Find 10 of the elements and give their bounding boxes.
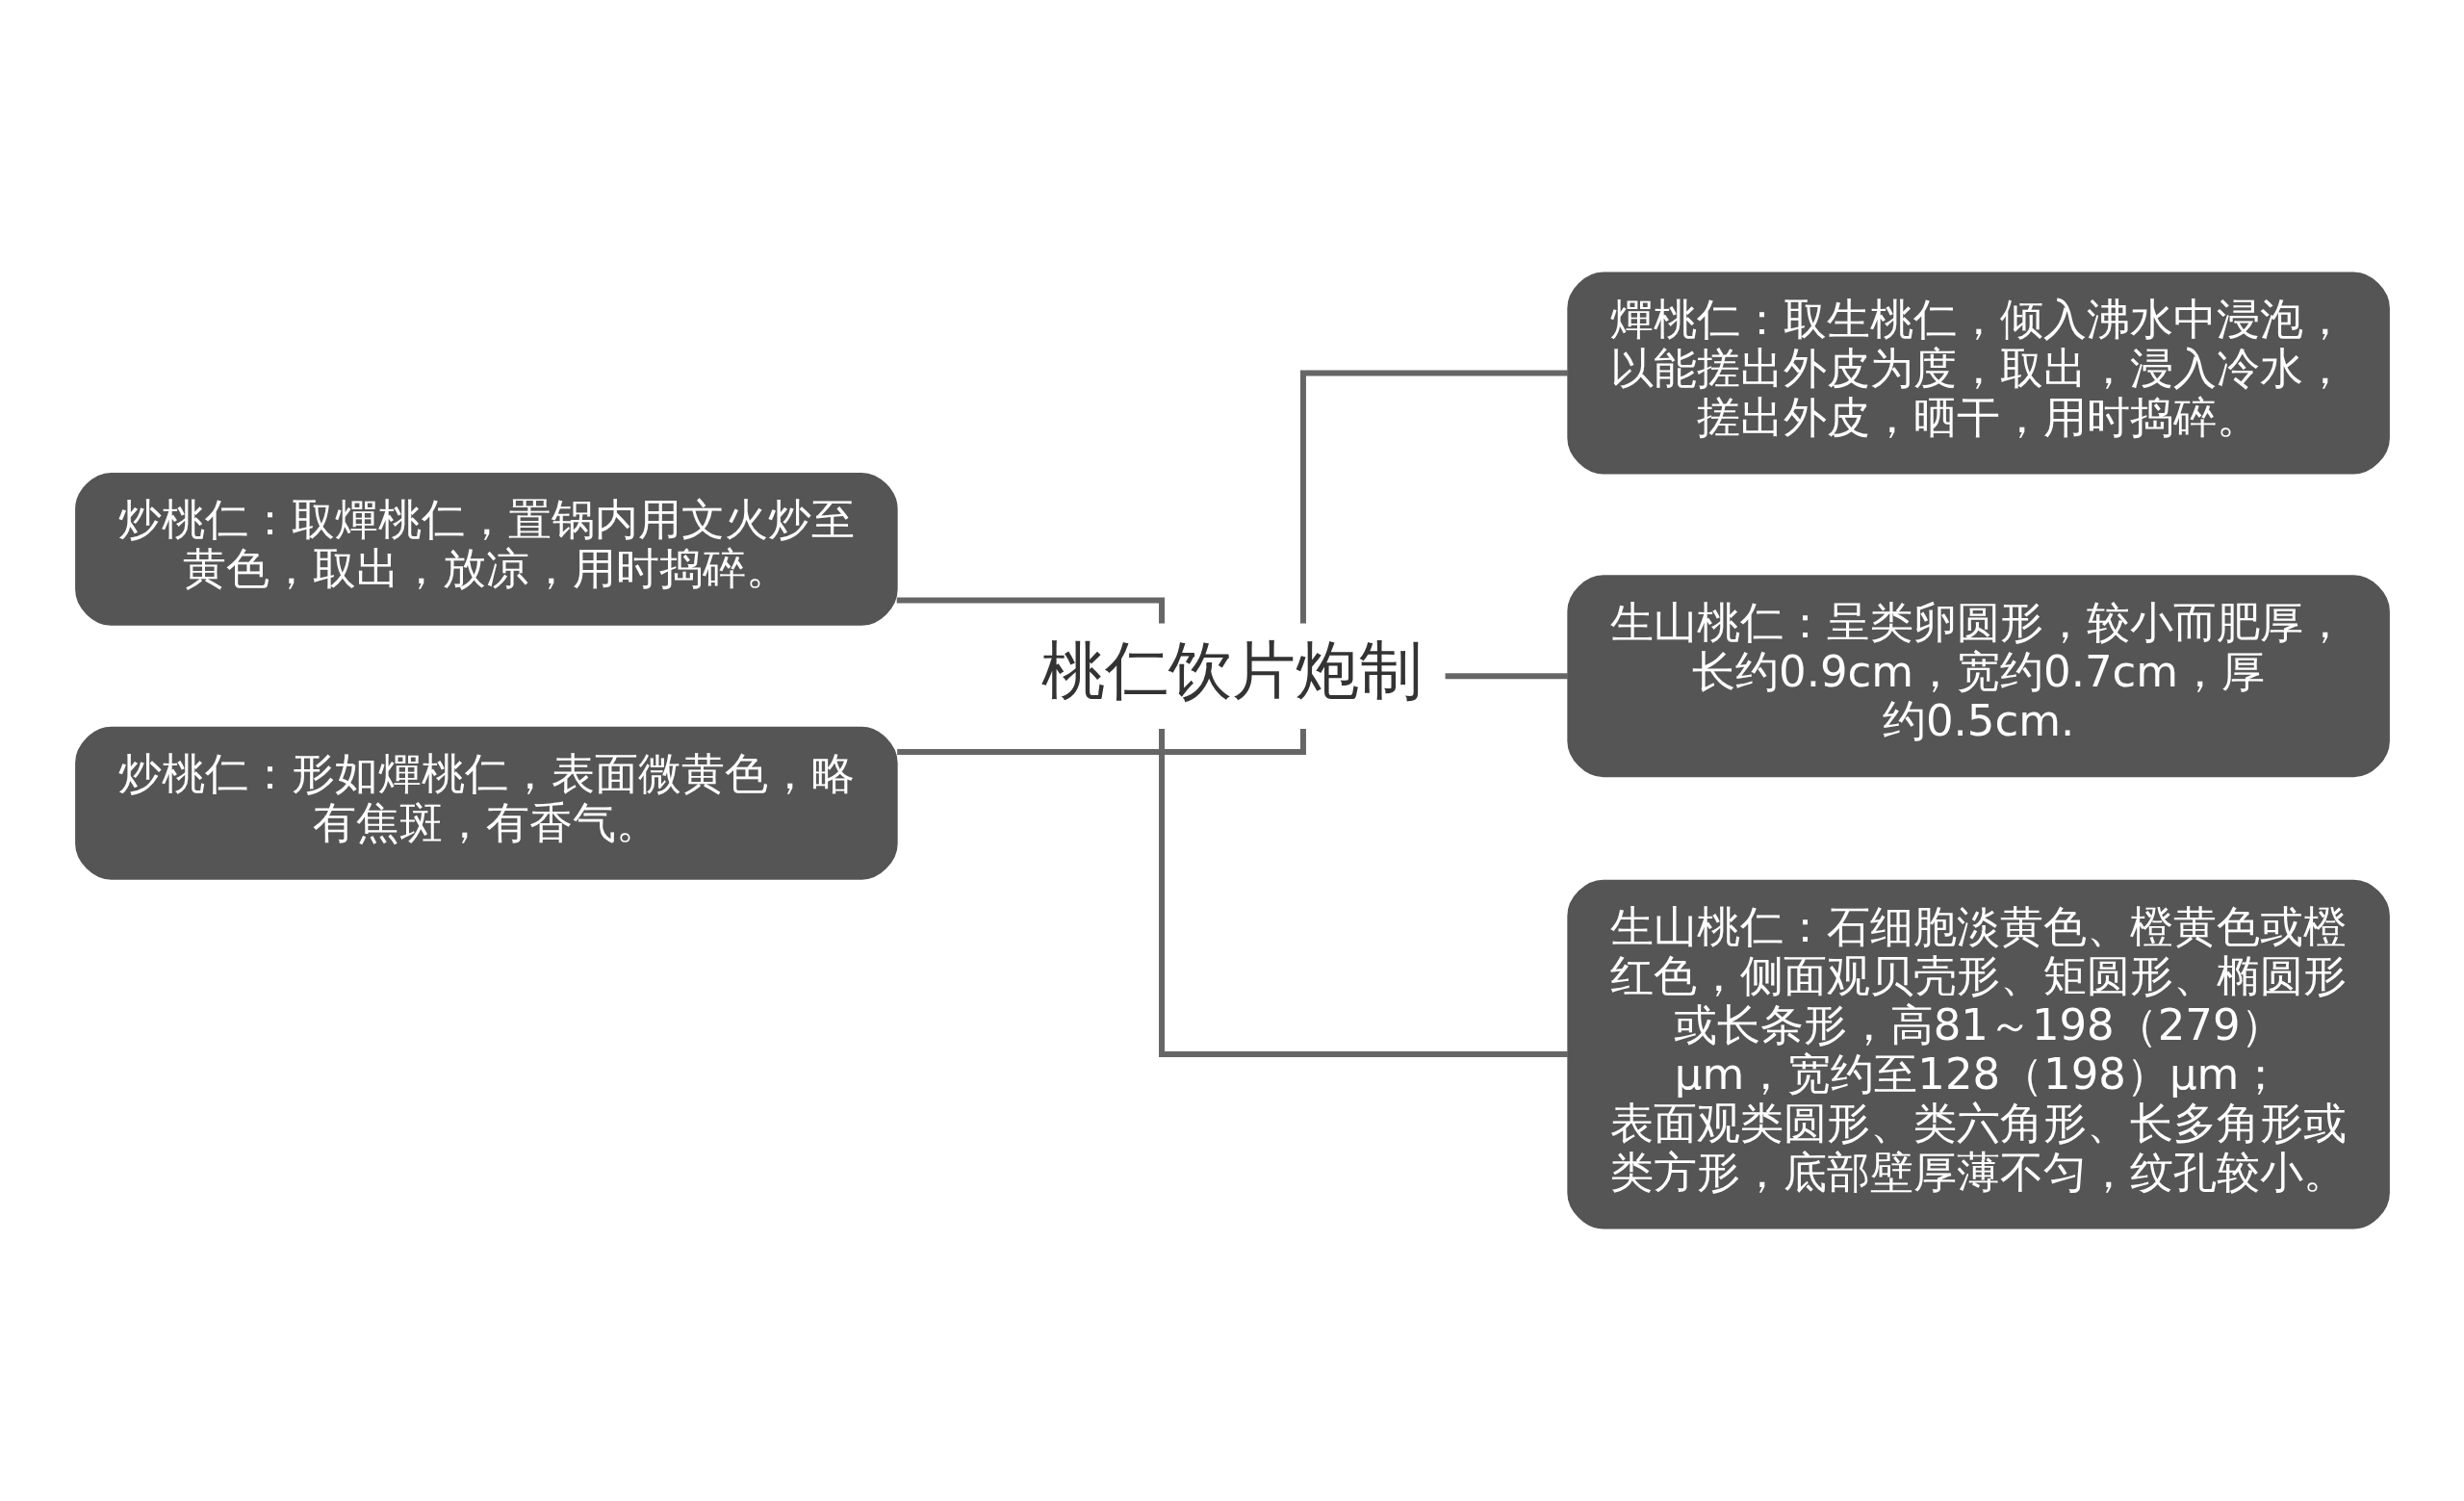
connector bbox=[1445, 673, 1568, 680]
node-box: 燀桃仁：取生桃仁，倾入沸水中浸泡，以能搓出外皮为度，取出，浸入冷水，搓出外皮，晒干，用时捣碎。 bbox=[1566, 272, 2390, 475]
node-box: 生山桃仁：呈类卵圆形，较小而肥厚，长约0.9cm，宽约0.7cm，厚约0.5cm. bbox=[1566, 575, 2390, 778]
node-box: 炒桃仁：取燀桃仁，置锅内用文火炒至黄色，取出，放凉，用时捣碎。 bbox=[74, 472, 898, 626]
connector bbox=[1299, 370, 1568, 624]
connector bbox=[896, 728, 1306, 755]
connector bbox=[1158, 728, 1568, 1058]
node-box: 炒桃仁：形如燀桃仁，表面微黄色，略有焦斑，有香气。 bbox=[74, 726, 898, 880]
node-box: 生山桃仁：石细胞淡黄色、橙黄色或橙红色，侧面观贝壳形、矩圆形、椭圆形或长条形，高81～198（279）μm，宽约至128（198）μm；表面观类圆形、类六角形、长多角形或类方形，底部壁厚薄不匀，纹孔较小。 bbox=[1566, 879, 2390, 1229]
node-text: 桃仁饮片炮制 bbox=[1041, 634, 1423, 709]
